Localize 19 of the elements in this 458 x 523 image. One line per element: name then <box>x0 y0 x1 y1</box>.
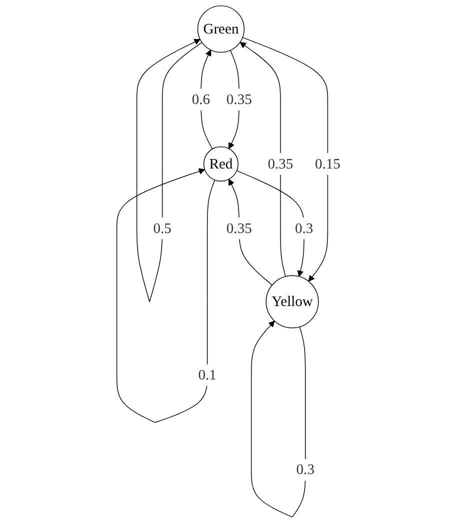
edge-label: 0.35 <box>226 220 252 236</box>
edge-label: 0.15 <box>315 156 341 172</box>
node-circle <box>198 5 245 53</box>
edge-label: 0.35 <box>268 156 294 172</box>
arrow <box>240 42 286 277</box>
node-circle <box>266 275 320 328</box>
arrow <box>236 170 305 277</box>
edge-label: 0.1 <box>198 367 217 384</box>
edge-label: 0.6 <box>192 92 210 108</box>
edge-label: 0.5 <box>154 220 172 236</box>
arrow <box>116 168 216 423</box>
edge-label: 0.35 <box>226 92 252 108</box>
node-circle <box>204 146 239 182</box>
arrow <box>136 38 203 302</box>
arrow <box>251 320 306 518</box>
edge-label: 0.3 <box>295 220 314 236</box>
arrow <box>200 50 214 150</box>
edge-label: 0.3 <box>296 462 315 478</box>
arrow <box>242 37 328 282</box>
